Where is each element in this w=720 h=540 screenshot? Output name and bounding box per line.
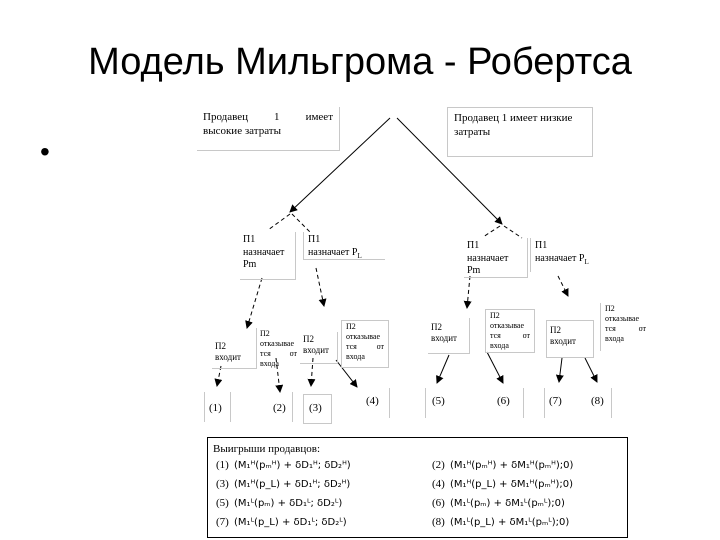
node-low-set-pl: П1 назначает РL bbox=[530, 238, 594, 272]
payoff-row: (8)(M₁ᴸ(p_L) + δM₁ᴸ(pₘᴸ);0) bbox=[432, 516, 570, 528]
outcome-label-3: (3) bbox=[309, 402, 322, 414]
node-low-cost: Продавец 1 имеет низкие затраты bbox=[447, 107, 593, 157]
outcome-divider bbox=[611, 388, 612, 418]
outcome-divider bbox=[292, 392, 293, 422]
node-enter-1: П2 входит bbox=[212, 337, 257, 369]
edge-root-high bbox=[289, 117, 391, 213]
payoff-row: (1)(M₁ᴴ(pₘᴴ) + δD₁ᴴ; δD₂ᴴ) bbox=[216, 459, 351, 471]
edge-root-low bbox=[396, 117, 503, 225]
outcome-divider bbox=[204, 392, 205, 422]
edge-pm-low-enter bbox=[463, 275, 472, 309]
payoff-title: Выигрыши продавцов: bbox=[213, 443, 321, 455]
outcome-divider bbox=[523, 388, 524, 418]
payoff-row: (6)(M₁ᴸ(pₘ) + δM₁ᴸ(pₘᴸ);0) bbox=[432, 497, 565, 509]
outcome-divider bbox=[544, 388, 545, 418]
outcome-divider bbox=[389, 388, 390, 418]
edge-to-out2 bbox=[275, 357, 284, 393]
node-low-set-pm: П1 назначает Pm bbox=[464, 238, 528, 278]
edge-to-out5 bbox=[436, 354, 450, 384]
outcome-divider bbox=[425, 388, 426, 418]
payoff-row: (7)(M₁ᴸ(p_L) + δD₁ᴸ; δD₂ᴸ) bbox=[216, 516, 347, 528]
outcome-label-1: (1) bbox=[209, 402, 222, 414]
outcome-label-5: (5) bbox=[432, 395, 445, 407]
node-high-set-pm: П1 назначает Pm bbox=[240, 232, 296, 280]
payoff-row: (5)(M₁ᴸ(pₘ) + δD₁ᴸ; δD₂ᴸ) bbox=[216, 497, 343, 509]
edge-high-pm bbox=[267, 213, 291, 231]
node-enter-4: П2 входит bbox=[546, 320, 594, 358]
node-enter-2: П2 входит bbox=[300, 332, 338, 364]
outcome-label-6: (6) bbox=[497, 395, 510, 407]
bullet-point: • bbox=[40, 136, 50, 167]
payoff-table: Выигрыши продавцов: (1)(M₁ᴴ(pₘᴴ) + δD₁ᴴ;… bbox=[207, 437, 628, 538]
node-high-set-pl: П1 назначает РL bbox=[303, 232, 385, 260]
node-refuse-4: П2 отказывае тся от входа bbox=[600, 303, 650, 351]
outcome-label-2: (2) bbox=[273, 402, 286, 414]
edge-to-out8 bbox=[584, 357, 598, 383]
edge-to-out1 bbox=[214, 365, 223, 387]
slide-title: Модель Мильгрома - Робертса bbox=[88, 41, 632, 83]
edge-low-pm bbox=[482, 225, 501, 238]
edge-to-out7 bbox=[555, 357, 564, 383]
edge-low-pl bbox=[503, 225, 523, 239]
edge-to-out3 bbox=[307, 357, 316, 387]
edge-high-pl bbox=[291, 213, 311, 233]
outcome-label-8: (8) bbox=[591, 395, 604, 407]
payoff-row: (4)(M₁ᴴ(p_L) + δM₁ᴴ(pₘᴴ);0) bbox=[432, 478, 573, 490]
edge-pm-high-enter bbox=[245, 277, 263, 329]
node-refuse-2: П2 отказывае тся от входа bbox=[341, 320, 389, 368]
outcome-divider bbox=[230, 392, 231, 422]
edge-to-out4 bbox=[335, 359, 358, 388]
payoff-row: (3)(M₁ᴴ(p_L) + δD₁ᴴ; δD₂ᴴ) bbox=[216, 478, 351, 490]
edge-to-out6 bbox=[486, 351, 504, 384]
payoff-row: (2)(M₁ᴴ(pₘᴴ) + δM₁ᴴ(pₘᴴ);0) bbox=[432, 459, 574, 471]
node-refuse-3: П2 отказывае тся от входа bbox=[485, 309, 535, 353]
edge-pl-high-enter bbox=[315, 267, 327, 307]
outcome-label-4: (4) bbox=[366, 395, 379, 407]
node-refuse-1: П2 отказывае тся от входа bbox=[256, 328, 300, 368]
node-high-cost: Продавец 1 имеет высокие затраты bbox=[197, 107, 340, 151]
node-enter-3: П2 входит bbox=[428, 318, 470, 354]
outcome-label-7: (7) bbox=[549, 395, 562, 407]
outcome-box-3 bbox=[303, 394, 332, 424]
edge-pl-low-enter bbox=[557, 275, 569, 297]
